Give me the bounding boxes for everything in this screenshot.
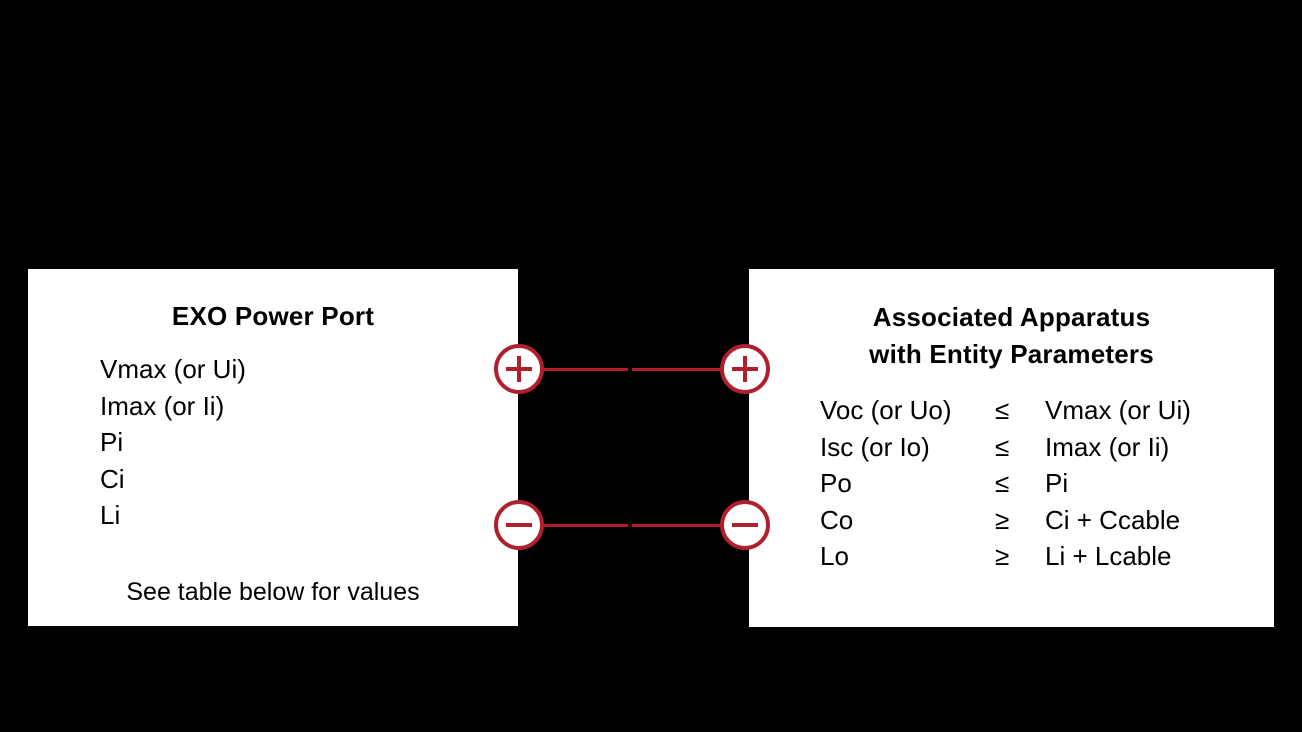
- associated-apparatus-box: Associated Apparatus with Entity Paramet…: [749, 269, 1274, 627]
- entity-comparison-row: Po ≤ Pi: [820, 465, 1191, 502]
- parameter-item: Imax (or Ii): [100, 390, 225, 421]
- limit-parameter: Vmax (or Ui): [1045, 395, 1191, 425]
- entity-comparison-row: Co ≥ Ci + Ccable: [820, 502, 1191, 539]
- positive-terminal-right: [720, 344, 770, 394]
- comparison-operator: ≤: [995, 395, 1010, 425]
- comparison-operator: ≥: [995, 504, 1010, 535]
- output-parameter: Co: [820, 504, 854, 535]
- right-box-title-line1: Associated Apparatus: [872, 302, 1151, 332]
- output-parameter: Lo: [820, 541, 849, 571]
- parameter-item: Vmax (or Ui): [100, 354, 246, 384]
- right-box-title-line2: with Entity Parameters: [869, 339, 1154, 369]
- parameter-item: Ci: [100, 463, 125, 494]
- left-box-footnote: See table below for values: [126, 578, 420, 606]
- negative-terminal-right: [720, 500, 770, 550]
- positive-wire-segment: [544, 368, 628, 371]
- negative-terminal-left: [494, 500, 544, 550]
- comparison-operator: ≤: [995, 431, 1010, 462]
- output-parameter: Po: [820, 468, 852, 498]
- exo-power-port-box: EXO Power Port Vmax (or Ui) Imax (or Ii)…: [28, 269, 518, 626]
- limit-parameter: Imax (or Ii): [1045, 431, 1170, 462]
- entity-comparison-row: Lo ≥ Li + Lcable: [820, 538, 1191, 575]
- comparison-operator: ≤: [995, 468, 1010, 498]
- right-box-title: Associated Apparatus with Entity Paramet…: [749, 299, 1274, 373]
- limit-parameter: Ci + Ccable: [1045, 504, 1181, 535]
- output-parameter: Isc (or Io): [820, 431, 930, 462]
- entity-comparison-row: Isc (or Io) ≤ Imax (or Ii): [820, 429, 1191, 466]
- parameter-item: Pi: [100, 427, 124, 457]
- limit-parameter: Pi: [1045, 468, 1069, 498]
- comparison-operator: ≥: [995, 541, 1010, 571]
- plus-icon: [724, 348, 766, 390]
- output-parameter: Voc (or Uo): [820, 395, 952, 425]
- parameter-item: Li: [100, 500, 121, 530]
- negative-wire-segment: [544, 524, 628, 527]
- entity-parameter-list: Vmax (or Ui) Imax (or Ii) Pi Ci Li: [100, 351, 246, 534]
- plus-icon: [498, 348, 540, 390]
- limit-parameter: Li + Lcable: [1045, 541, 1172, 571]
- negative-wire-segment: [632, 524, 720, 527]
- positive-wire-segment: [632, 368, 720, 371]
- positive-terminal-left: [494, 344, 544, 394]
- entity-comparison-row: Voc (or Uo) ≤ Vmax (or Ui): [820, 392, 1191, 429]
- left-box-title: EXO Power Port: [171, 301, 375, 331]
- minus-icon: [498, 504, 540, 546]
- entity-comparison-table: Voc (or Uo) ≤ Vmax (or Ui) Isc (or Io) ≤…: [820, 392, 1191, 575]
- minus-icon: [724, 504, 766, 546]
